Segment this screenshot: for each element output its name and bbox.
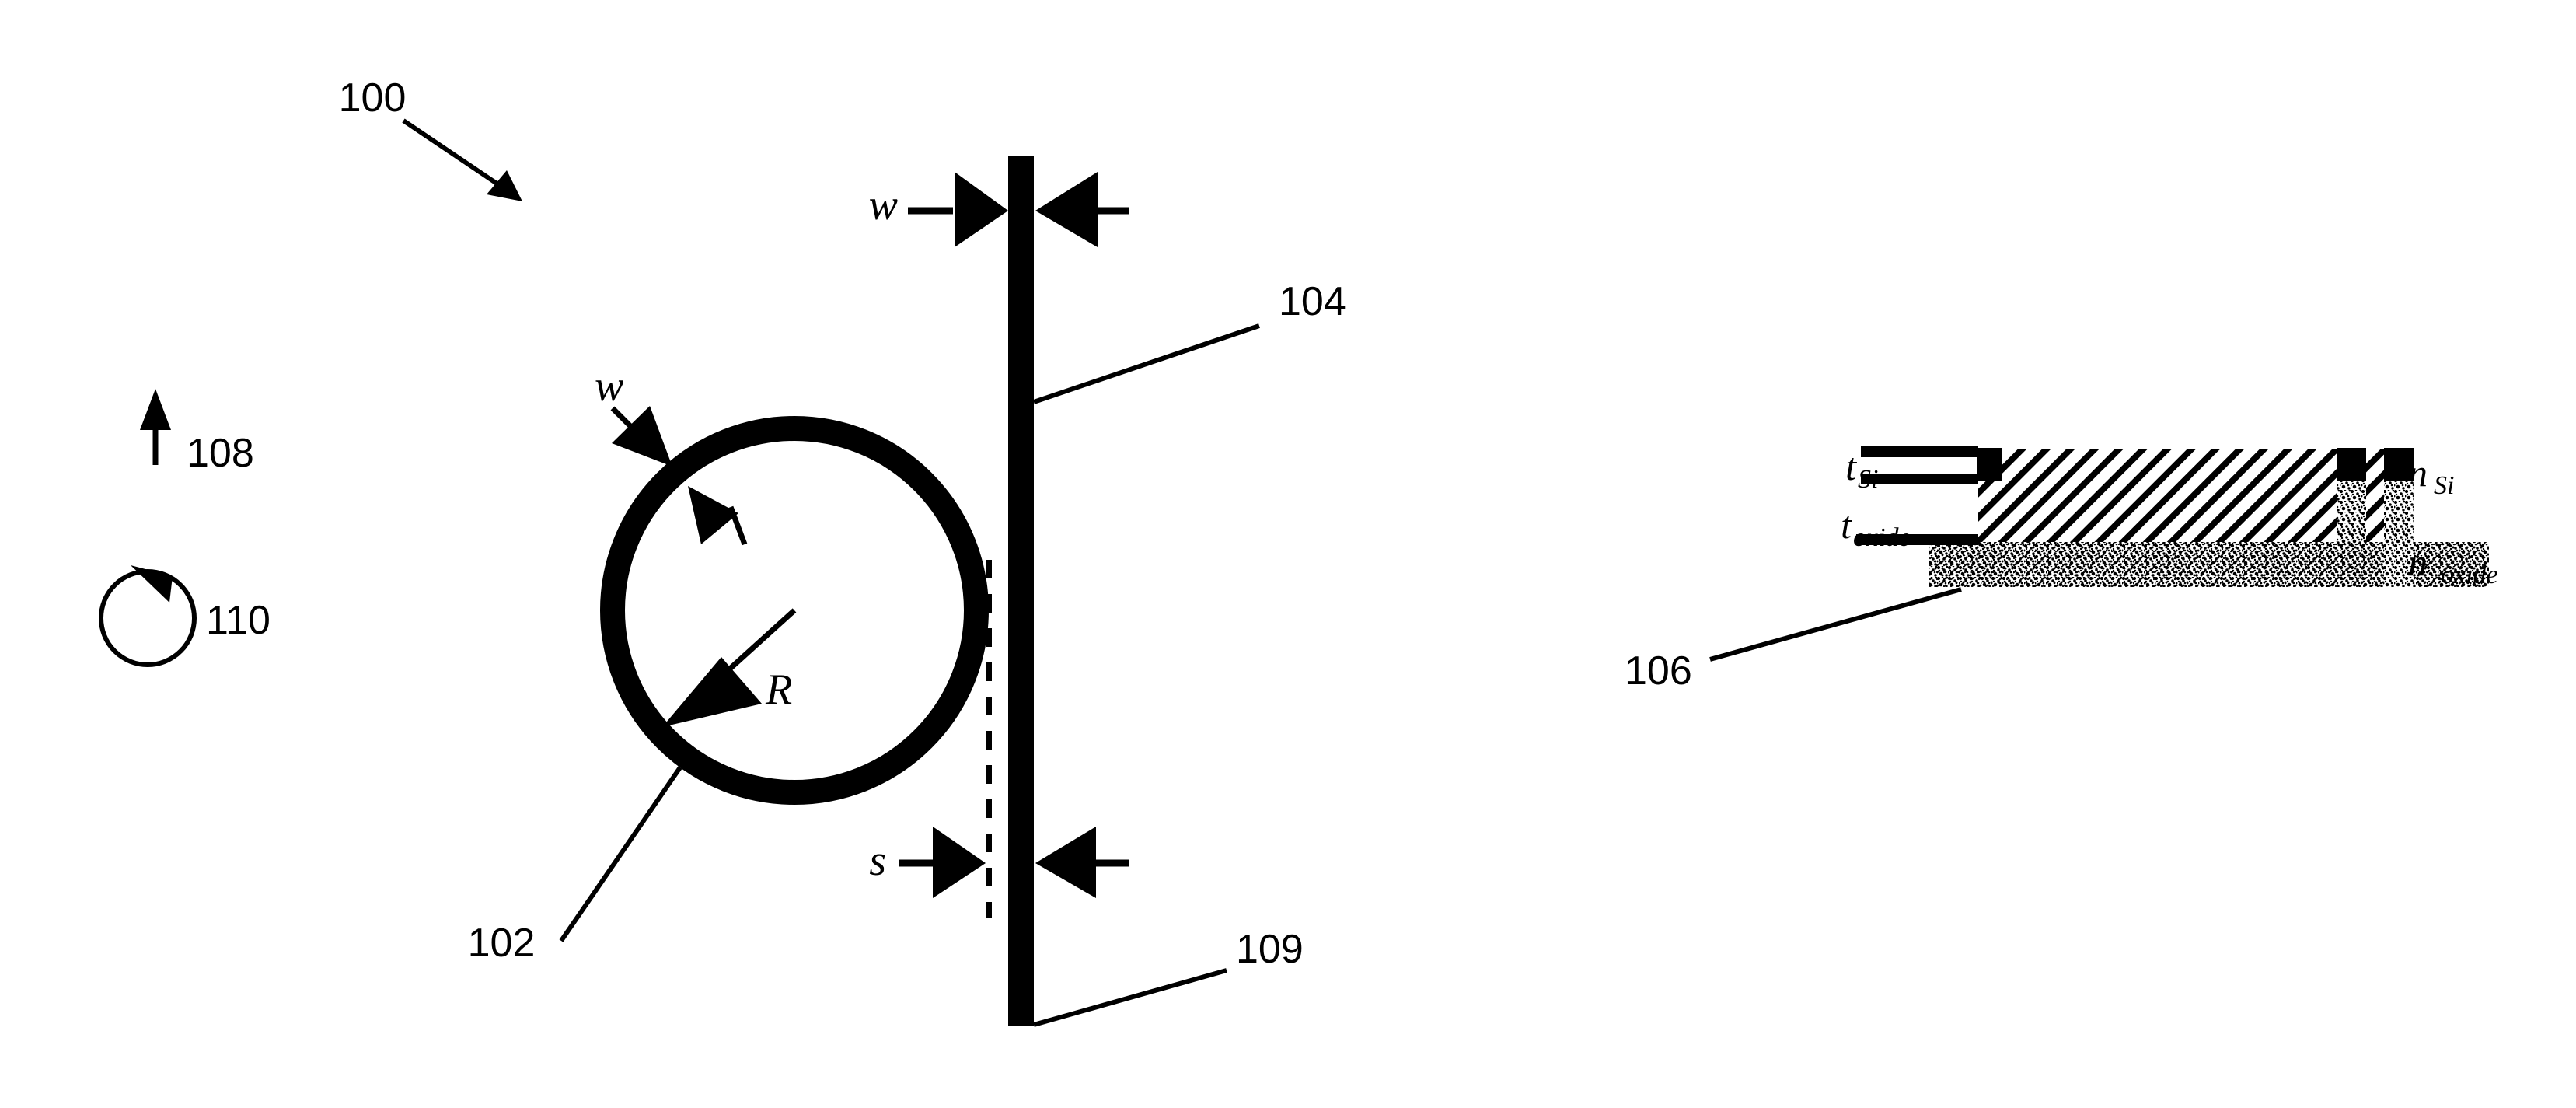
mat-label-t-si-base: t [1845, 445, 1857, 488]
ring-radius-dimension: R [662, 608, 797, 727]
dimension-arrow-icon-gap-left [933, 827, 986, 898]
ref-num-108: 108 [187, 431, 254, 476]
waveguide-end-leader-line [1033, 968, 1227, 1027]
gap-spacing-dimension: s [869, 827, 1129, 898]
n-oxide-bar-shaft [2384, 481, 2414, 587]
leader-arrow-icon [487, 170, 522, 201]
bus-leader-line [1033, 323, 1260, 404]
mat-label-t-si-sub: Si [1858, 465, 1878, 494]
mat-label-n-si-sub: Si [2434, 471, 2454, 500]
bus-waveguide [1008, 156, 1034, 1026]
cross-section-leader-line [1709, 587, 1962, 662]
dimension-arrow-icon-right [1035, 172, 1098, 247]
linear-polarization-indicator: 108 [140, 389, 254, 476]
ref-num-109: 109 [1236, 927, 1304, 972]
ring-w-leader-inner [728, 505, 748, 546]
bus-width-dimension: w [869, 172, 1129, 247]
ring-resonator-callout: 102 [468, 766, 682, 966]
mat-label-n-oxide-base: n [2408, 540, 2428, 584]
dim-label-ring-w: w [595, 362, 623, 411]
n-oxide-bar-head [2384, 448, 2414, 481]
radius-arrow-icon [662, 657, 762, 727]
assembly-callout: 100 [339, 75, 522, 201]
ring-leader-line [559, 766, 682, 942]
circular-polarization-indicator: 110 [99, 565, 271, 667]
t-si-bracket-block [1977, 448, 2002, 481]
oxide-thickness-dimension: t oxide [1841, 503, 1978, 552]
circular-arrow-icon [131, 565, 173, 603]
dimension-arrow-icon-gap-right [1035, 827, 1096, 898]
dimension-arrow-icon-left [955, 172, 1008, 247]
up-arrow-icon [140, 389, 171, 430]
dim-label-bus-w: w [869, 181, 898, 229]
oxide-index-callout: n oxide [2384, 448, 2498, 589]
bus-waveguide-callout: 104 [1033, 279, 1346, 404]
dimension-arrow-icon-outer [612, 406, 672, 467]
si-thickness-dimension: t Si [1845, 445, 2002, 494]
ring-resonator [600, 416, 989, 805]
cross-section-callout: 106 [1625, 587, 1962, 694]
dim-label-s: s [869, 837, 886, 885]
bus-waveguide-body [1008, 156, 1034, 1026]
ref-num-106: 106 [1625, 648, 1692, 694]
circular-arrow-ring [99, 569, 197, 667]
n-si-bar-head [2337, 448, 2366, 481]
dim-label-R: R [765, 666, 792, 714]
mat-label-n-oxide-sub: oxide [2441, 561, 2498, 589]
ref-num-110: 110 [206, 598, 271, 643]
ring-resonator-body [600, 416, 989, 805]
dimension-arrow-icon-inner [688, 486, 738, 544]
waveguide-end-callout: 109 [1033, 927, 1304, 1027]
ring-width-dimension: w [595, 362, 748, 546]
n-si-bar-shaft [2337, 481, 2366, 543]
mat-label-t-oxide-sub: oxide [1853, 523, 1911, 552]
ref-num-104: 104 [1279, 279, 1346, 324]
ref-num-100: 100 [339, 75, 407, 121]
ref-num-102: 102 [468, 921, 536, 966]
mat-label-t-oxide-base: t [1841, 503, 1852, 547]
